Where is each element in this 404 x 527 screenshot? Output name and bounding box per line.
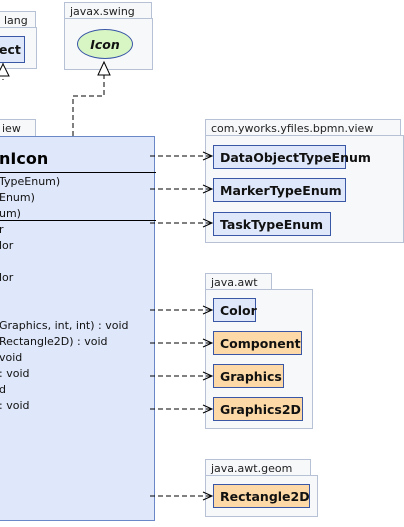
package-label-bpmn-view: com.yworks.yfiles.bpmn.view <box>211 122 374 135</box>
constructor-line: Enum) <box>0 191 35 204</box>
package-label-java-awt: java.awt <box>211 276 258 289</box>
class-color-label: Color <box>220 302 257 318</box>
class-graphics[interactable]: Graphics <box>213 364 284 388</box>
dependency-head-task-type-enum <box>202 218 214 228</box>
dependency-head-graphics2d <box>202 404 214 414</box>
package-tab-java-awt: java.awt <box>205 273 272 290</box>
dependency-head-graphics <box>202 371 214 381</box>
inheritance-head-object <box>0 62 10 77</box>
method-line: void <box>0 351 23 364</box>
dependency-head-component <box>202 338 214 348</box>
dependency-head-color <box>202 305 214 315</box>
package-label-java-lang: lang <box>4 14 28 27</box>
class-marker-type-enum[interactable]: MarkerTypeEnum <box>213 178 346 202</box>
package-label-javax-swing: javax.swing <box>70 5 135 18</box>
class-color[interactable]: Color <box>213 298 257 322</box>
dependency-head-data-object-type-enum <box>202 151 214 161</box>
class-component[interactable]: Component <box>213 331 302 355</box>
field-line: lor <box>0 271 14 284</box>
constructor-line: TypeEnum) <box>0 175 61 188</box>
method-line: : void <box>0 399 30 412</box>
class-rectangle2d[interactable]: Rectangle2D <box>213 484 310 508</box>
class-object[interactable]: ect <box>0 36 25 63</box>
method-line: Graphics, int, int) : void <box>0 319 129 332</box>
realization-head-icon <box>97 60 111 76</box>
class-graphics2d[interactable]: Graphics2D <box>213 397 303 421</box>
field-line: r <box>0 223 4 236</box>
field-line: lor <box>0 239 14 252</box>
class-component-label: Component <box>220 335 301 351</box>
package-tab-java-lang: lang <box>0 11 36 28</box>
method-line: : void <box>0 367 30 380</box>
dependency-head-marker-type-enum <box>202 184 214 194</box>
package-label-main: iew <box>2 122 21 135</box>
class-graphics-label: Graphics <box>220 368 282 384</box>
package-tab-javax-swing: javax.swing <box>64 2 152 19</box>
method-line: Rectangle2D) : void <box>0 335 108 348</box>
realization-line-icon <box>72 75 105 136</box>
class-header-separator <box>0 172 156 173</box>
class-bpmn-icon[interactable]: nIcon TypeEnum) Enum) um) r lor lor Grap… <box>0 136 156 521</box>
class-task-type-enum-label: TaskTypeEnum <box>220 216 324 232</box>
interface-icon[interactable]: Icon <box>77 29 133 59</box>
dependency-head-rectangle2d <box>202 491 214 501</box>
class-marker-type-enum-label: MarkerTypeEnum <box>220 182 342 198</box>
class-rectangle2d-label: Rectangle2D <box>220 488 310 504</box>
package-tab-java-awt-geom: java.awt.geom <box>205 459 311 476</box>
class-data-object-type-enum[interactable]: DataObjectTypeEnum <box>213 145 371 169</box>
class-object-label: ect <box>0 42 21 57</box>
package-tab-bpmn-view: com.yworks.yfiles.bpmn.view <box>205 119 401 136</box>
class-bpmn-icon-name: nIcon <box>0 149 49 168</box>
class-section-separator <box>0 220 156 221</box>
package-label-java-awt-geom: java.awt.geom <box>211 462 293 475</box>
interface-icon-label: Icon <box>90 36 120 52</box>
class-data-object-type-enum-label: DataObjectTypeEnum <box>220 149 371 165</box>
constructor-line: um) <box>0 207 21 220</box>
class-task-type-enum[interactable]: TaskTypeEnum <box>213 212 331 236</box>
class-graphics2d-label: Graphics2D <box>220 401 301 417</box>
method-line: d <box>0 383 6 396</box>
package-tab-main: iew <box>0 119 36 136</box>
